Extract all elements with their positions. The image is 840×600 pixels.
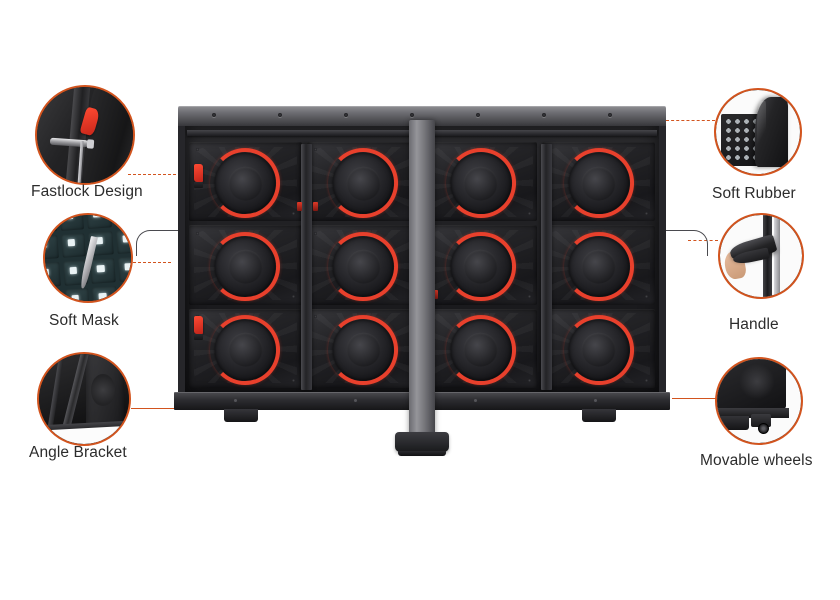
frame-post: [301, 144, 312, 390]
side-hook-handle-right[interactable]: [666, 230, 708, 256]
module-grid: [189, 142, 655, 388]
angle-bracket-icon: [39, 354, 129, 444]
screw-dot: [278, 113, 282, 117]
screw-dot: [195, 231, 199, 235]
callout-label-angle-bracket: Angle Bracket: [29, 444, 127, 461]
led-module: [306, 142, 420, 222]
led-module: [306, 308, 420, 388]
lock-arc: [328, 148, 399, 219]
lock-arc: [210, 314, 281, 385]
lock-arc: [563, 231, 634, 302]
screw-dot: [410, 113, 414, 117]
lock-arc: [328, 231, 399, 302]
support-foot: [395, 432, 449, 456]
callout-label-soft-mask: Soft Mask: [49, 312, 119, 329]
connector-fastlock: [128, 174, 196, 175]
module-lock: [313, 202, 318, 211]
screw-dot: [354, 399, 357, 402]
callout-label-handle: Handle: [729, 316, 779, 333]
callout-bubble-handle: [718, 213, 804, 299]
screw-dot: [212, 113, 216, 117]
screw-dot: [527, 295, 531, 299]
module-lock: [297, 202, 302, 211]
screw-dot: [474, 399, 477, 402]
callout-label-soft-rubber: Soft Rubber: [712, 185, 796, 202]
screw-dot: [527, 211, 531, 215]
callout-bubble-fastlock: [35, 85, 135, 185]
callout-bubble-movable-wheels: [715, 357, 803, 445]
center-support-column: [409, 120, 435, 438]
screw-dot: [594, 399, 597, 402]
screw-dot: [476, 113, 480, 117]
screw-dot: [645, 295, 649, 299]
screw-dot: [313, 315, 317, 318]
rubber-corner-icon: [716, 90, 800, 174]
fastlock-lever[interactable]: [194, 316, 203, 340]
lock-arc: [563, 314, 634, 385]
lock-arc: [210, 148, 281, 219]
led-module: [189, 225, 302, 305]
screw-dot: [313, 231, 317, 235]
callout-label-fastlock-design: Fastlock Design: [31, 183, 143, 200]
screw-dot: [542, 113, 546, 117]
screw-dot: [195, 148, 199, 152]
callout-bubble-soft-mask: [43, 213, 133, 303]
led-module: [306, 225, 420, 305]
fastlock-lever-icon: [37, 87, 133, 183]
led-module-mask-icon: [45, 215, 131, 301]
frame-post: [541, 144, 552, 390]
lock-arc: [563, 148, 634, 219]
screw-dot: [344, 113, 348, 117]
led-module: [542, 308, 655, 388]
screw-dot: [292, 378, 295, 382]
led-module: [189, 142, 302, 222]
screw-dot: [292, 211, 295, 215]
fastlock-lever[interactable]: [194, 164, 203, 188]
led-module: [424, 225, 538, 305]
lock-arc: [445, 148, 516, 219]
screw-dot: [645, 378, 649, 382]
led-module: [424, 142, 538, 222]
screw-dot: [645, 211, 649, 215]
screw-dot: [527, 378, 531, 382]
connector-movable-wheels: [672, 398, 716, 399]
screw-dot: [234, 399, 237, 402]
screw-dot: [608, 113, 612, 117]
lock-arc: [210, 231, 281, 302]
wheel-housing: [224, 409, 258, 422]
callout-bubble-soft-rubber: [714, 88, 802, 176]
side-hook-handle-left[interactable]: [136, 230, 178, 256]
lock-arc: [328, 314, 399, 385]
led-module: [542, 225, 655, 305]
callout-bubble-angle-bracket: [37, 352, 131, 446]
lock-arc: [445, 314, 516, 385]
cabinet-body: [178, 126, 666, 394]
screw-dot: [313, 148, 317, 152]
led-module: [189, 308, 302, 388]
caster-wheel-icon: [717, 359, 801, 443]
handle-grip-icon: [720, 215, 802, 297]
lock-arc: [445, 231, 516, 302]
module-lock: [433, 290, 438, 299]
wheel-housing: [582, 409, 616, 422]
cabinet-interior: [185, 126, 659, 394]
callout-label-movable-wheels: Movable wheels: [700, 452, 813, 469]
connector-soft-rubber: [666, 120, 715, 121]
led-display-cabinet: [136, 106, 708, 456]
top-rail: [178, 106, 666, 128]
screw-dot: [292, 295, 295, 299]
led-module: [542, 142, 655, 222]
connector-soft-mask: [133, 262, 171, 263]
led-module: [424, 308, 538, 388]
